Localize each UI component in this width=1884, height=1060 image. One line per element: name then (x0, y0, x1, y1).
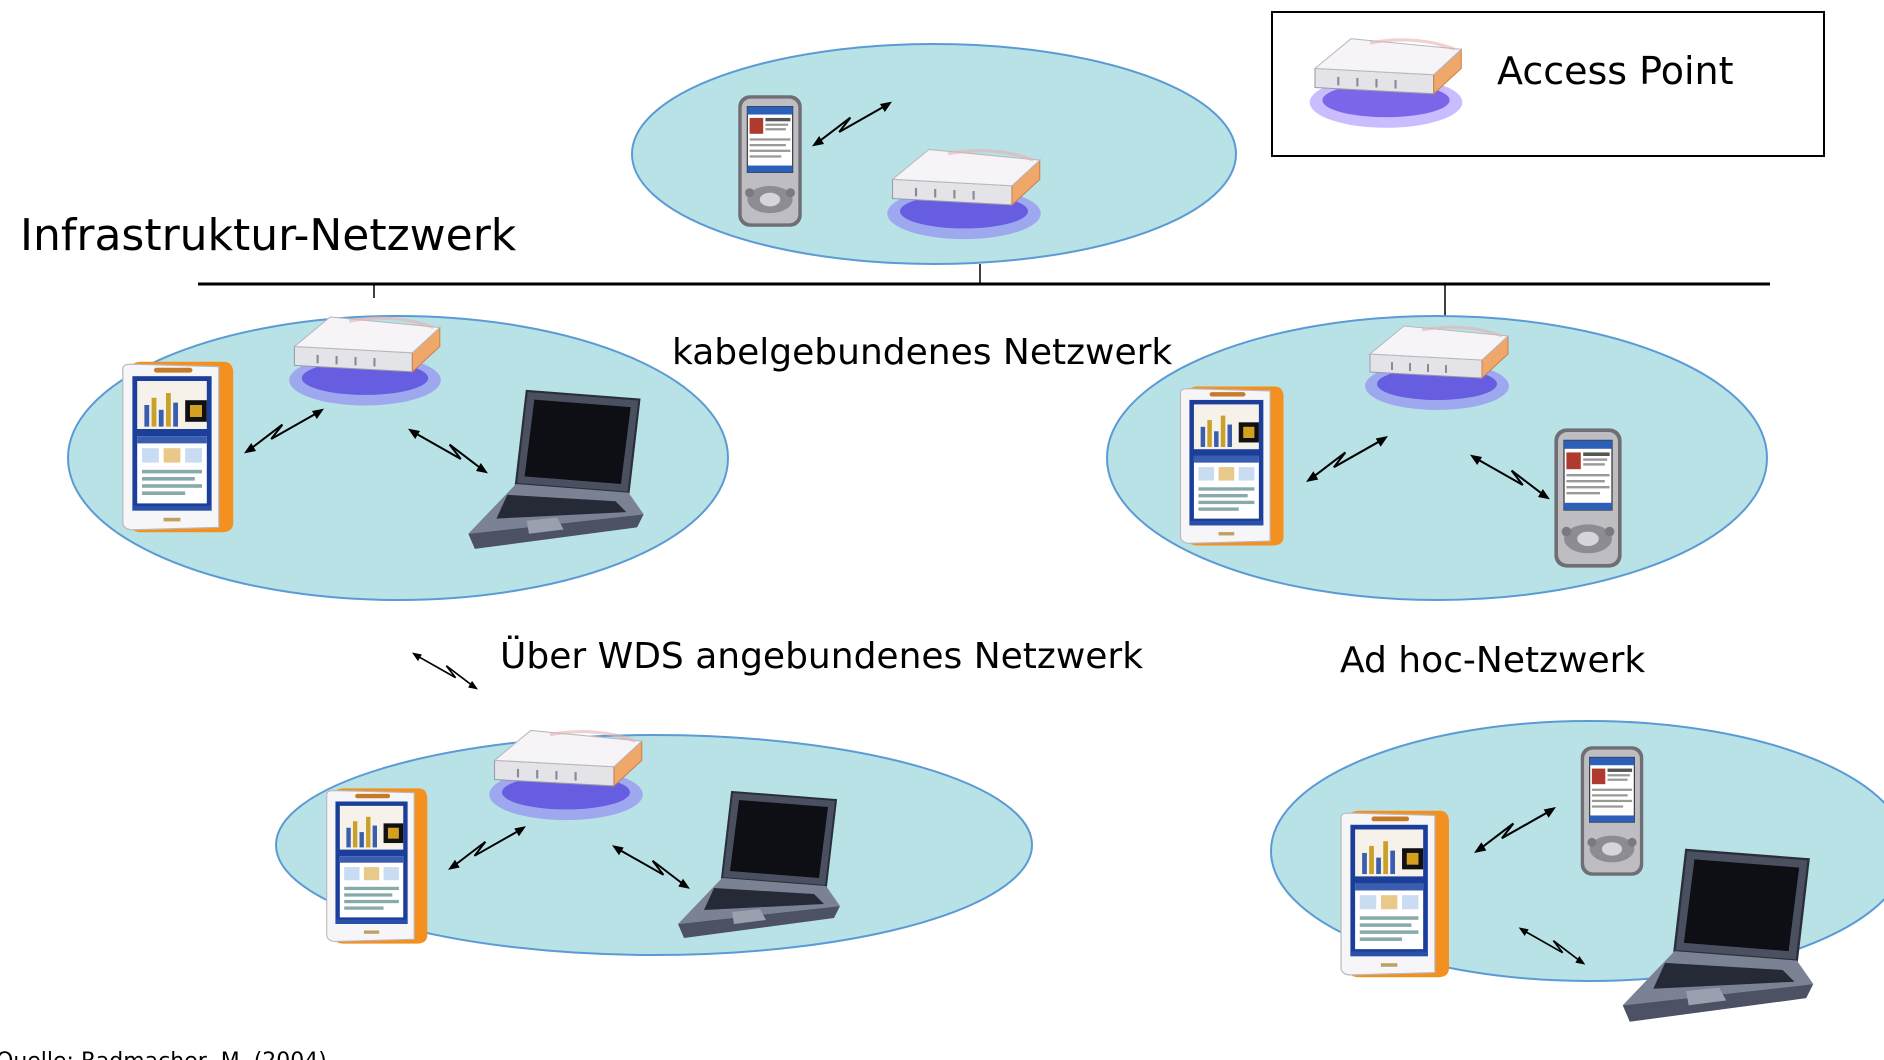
label-source: Quelle: Radmacher, M. (2004) (0, 1049, 327, 1060)
label-wired: kabelgebundenes Netzwerk (672, 332, 1172, 373)
tablet-icon (326, 787, 428, 945)
label-infrastructure: Infrastruktur-Netzwerk (20, 210, 517, 261)
tablet-icon (1340, 810, 1450, 978)
pda-icon (1553, 427, 1623, 569)
label-wds: Über WDS angebundenes Netzwerk (500, 635, 1143, 677)
pda-icon (737, 94, 803, 228)
legend-label: Access Point (1497, 49, 1734, 93)
legend-box (1271, 11, 1825, 157)
tablet-icon (122, 361, 234, 533)
cell-wds (275, 734, 1033, 956)
label-adhoc: Ad hoc-Netzwerk (1340, 640, 1645, 681)
pda-icon (1580, 745, 1644, 877)
wds-link-icon (412, 653, 478, 690)
tablet-icon (1179, 385, 1285, 547)
